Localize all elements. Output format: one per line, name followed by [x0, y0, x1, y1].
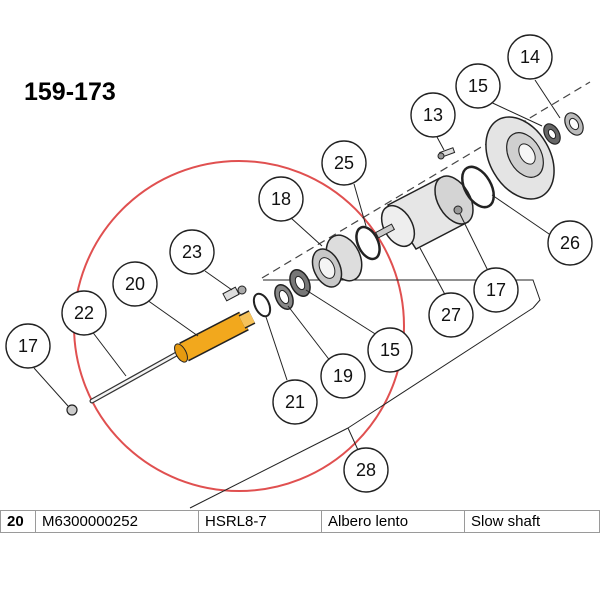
part-oring-25 — [355, 225, 381, 261]
callout-21: 21 — [272, 379, 318, 425]
svg-text:18: 18 — [271, 189, 291, 209]
svg-text:15: 15 — [468, 76, 488, 96]
svg-text:21: 21 — [285, 392, 305, 412]
part-rod-22 — [89, 349, 183, 404]
callout-13: 13 — [410, 92, 456, 138]
callout-17-left: 17 — [5, 323, 51, 369]
part-slow-shaft-20 — [174, 310, 256, 363]
bracket-leader-left — [189, 427, 349, 509]
callout-27: 27 — [428, 292, 474, 338]
part-bearing-19 — [274, 283, 294, 311]
italian-description-cell: Albero lento — [321, 510, 465, 533]
svg-text:25: 25 — [334, 153, 354, 173]
svg-text:26: 26 — [560, 233, 580, 253]
part-snap-ring-21 — [252, 292, 272, 318]
exploded-view-diagram: 14 15 13 25 18 26 23 20 17 27 22 15 — [5, 34, 593, 509]
callout-18: 18 — [258, 176, 304, 222]
assembly-bracket — [263, 279, 541, 309]
part-flange-housing — [485, 116, 555, 200]
part-screw-23 — [222, 285, 247, 302]
svg-text:28: 28 — [356, 460, 376, 480]
callout-25: 25 — [321, 140, 367, 186]
reference-cell: HSRL8-7 — [198, 510, 322, 533]
part-seals-15-top — [543, 112, 584, 145]
parts-table: 20 M6300000252 HSRL8-7 Albero lento Slow… — [0, 510, 600, 533]
svg-text:20: 20 — [125, 274, 145, 294]
part-motor-27 — [374, 175, 474, 250]
part-screw-17-right — [453, 205, 463, 215]
svg-text:27: 27 — [441, 305, 461, 325]
callout-28: 28 — [343, 447, 389, 493]
callout-17-right: 17 — [473, 267, 519, 313]
table-row: 20 M6300000252 HSRL8-7 Albero lento Slow… — [0, 510, 600, 533]
callout-22: 22 — [61, 290, 107, 336]
position-cell: 20 — [0, 510, 36, 533]
callout-23: 23 — [169, 229, 215, 275]
part-code-cell: M6300000252 — [35, 510, 199, 533]
part-bearing-15-mid — [289, 269, 311, 297]
callout-26: 26 — [547, 220, 593, 266]
callout-19: 19 — [320, 353, 366, 399]
callout-15-mid: 15 — [367, 327, 413, 373]
svg-text:23: 23 — [182, 242, 202, 262]
part-housing-18 — [311, 234, 363, 288]
svg-text:13: 13 — [423, 105, 443, 125]
callout-20: 20 — [112, 261, 158, 307]
callout-15-top: 15 — [455, 63, 501, 109]
bracket-leader-right — [347, 307, 534, 429]
svg-text:17: 17 — [18, 336, 38, 356]
callout-leaders — [33, 79, 561, 407]
svg-text:22: 22 — [74, 303, 94, 323]
svg-text:19: 19 — [333, 366, 353, 386]
part-nut-17-left — [66, 404, 78, 416]
svg-text:15: 15 — [380, 340, 400, 360]
callout-28-leader — [347, 427, 359, 451]
part-oring-26 — [461, 165, 495, 209]
part-screw-13 — [437, 147, 456, 160]
svg-text:17: 17 — [486, 280, 506, 300]
english-description-cell: Slow shaft — [464, 510, 600, 533]
page-title: 159-173 — [24, 78, 116, 106]
callout-14: 14 — [507, 34, 553, 80]
assembly-axis — [261, 81, 591, 279]
svg-text:14: 14 — [520, 47, 540, 67]
